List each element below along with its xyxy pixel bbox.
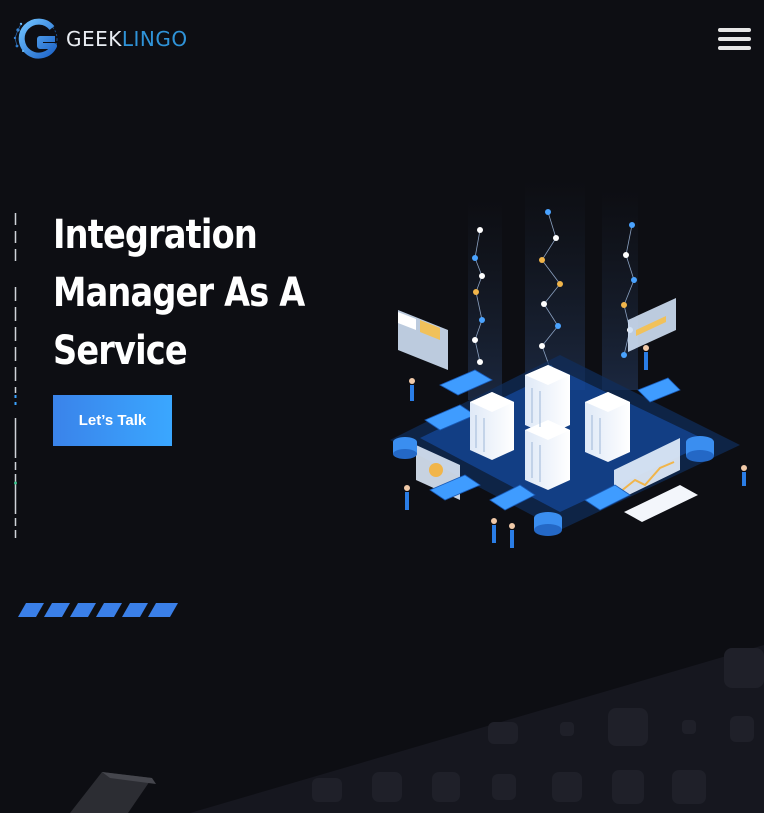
logo-wordmark: GEEKLINGO (66, 27, 188, 51)
decorative-bottom-panel (190, 645, 764, 813)
hamburger-menu-icon[interactable] (718, 28, 751, 50)
decorative-stripes (18, 603, 178, 617)
menu-bar (718, 28, 751, 32)
site-header: GEEKLINGO (0, 0, 764, 80)
hero-title: Integration Manager As A Service (53, 212, 305, 374)
geeklingo-logo-icon (13, 18, 58, 59)
menu-bar (718, 37, 751, 41)
logo-text-lingo: LINGO (121, 27, 188, 51)
decorative-dark-cube (70, 772, 156, 813)
decorative-vertical-line (14, 213, 17, 538)
menu-bar (718, 46, 751, 50)
logo[interactable]: GEEKLINGO (12, 18, 188, 60)
logo-text-geek: GEEK (66, 27, 122, 51)
lets-talk-button[interactable]: Let’s Talk (53, 395, 172, 446)
data-center-isometric-illustration (390, 180, 747, 548)
